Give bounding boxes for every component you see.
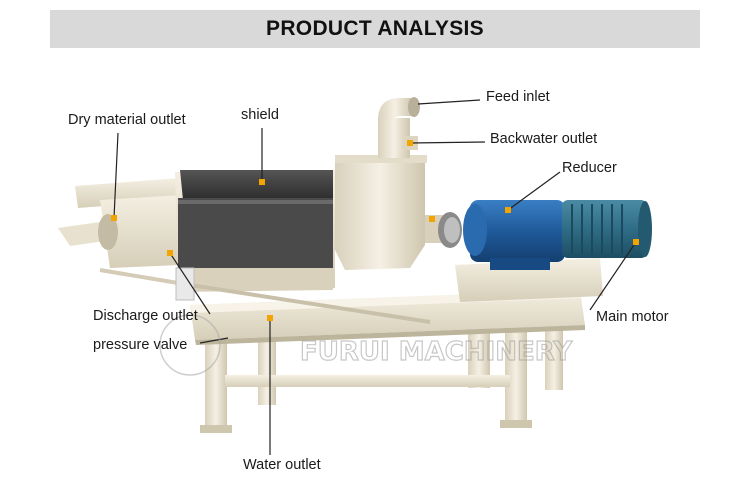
main-motor-body <box>562 200 652 258</box>
leader-lines <box>113 99 637 455</box>
reducer-unit <box>463 200 565 270</box>
label-main-motor: Main motor <box>596 309 669 325</box>
label-shield: shield <box>241 107 279 123</box>
pressure-valve-pipe <box>175 267 431 324</box>
watermark-text: FURUI MACHINERY <box>300 337 573 367</box>
watermark: FURUI MACHINERY <box>159 314 574 376</box>
dry-outlet-chute <box>58 178 191 287</box>
label-water-outlet: Water outlet <box>243 457 321 473</box>
page-title: PRODUCT ANALYSIS <box>266 17 484 40</box>
support-frame <box>190 258 603 433</box>
header-banner: PRODUCT ANALYSIS <box>50 10 700 48</box>
label-discharge-outlet: Discharge outlet <box>93 308 198 324</box>
label-reducer: Reducer <box>562 160 617 176</box>
label-dry-material-outlet: Dry material outlet <box>68 112 186 128</box>
label-pressure-valve: pressure valve <box>93 337 188 353</box>
shield-housing <box>175 170 335 292</box>
label-feed-inlet: Feed inlet <box>486 89 550 105</box>
feed-hopper <box>335 97 427 270</box>
marker-points <box>111 140 639 321</box>
label-backwater-outlet: Backwater outlet <box>490 131 598 147</box>
